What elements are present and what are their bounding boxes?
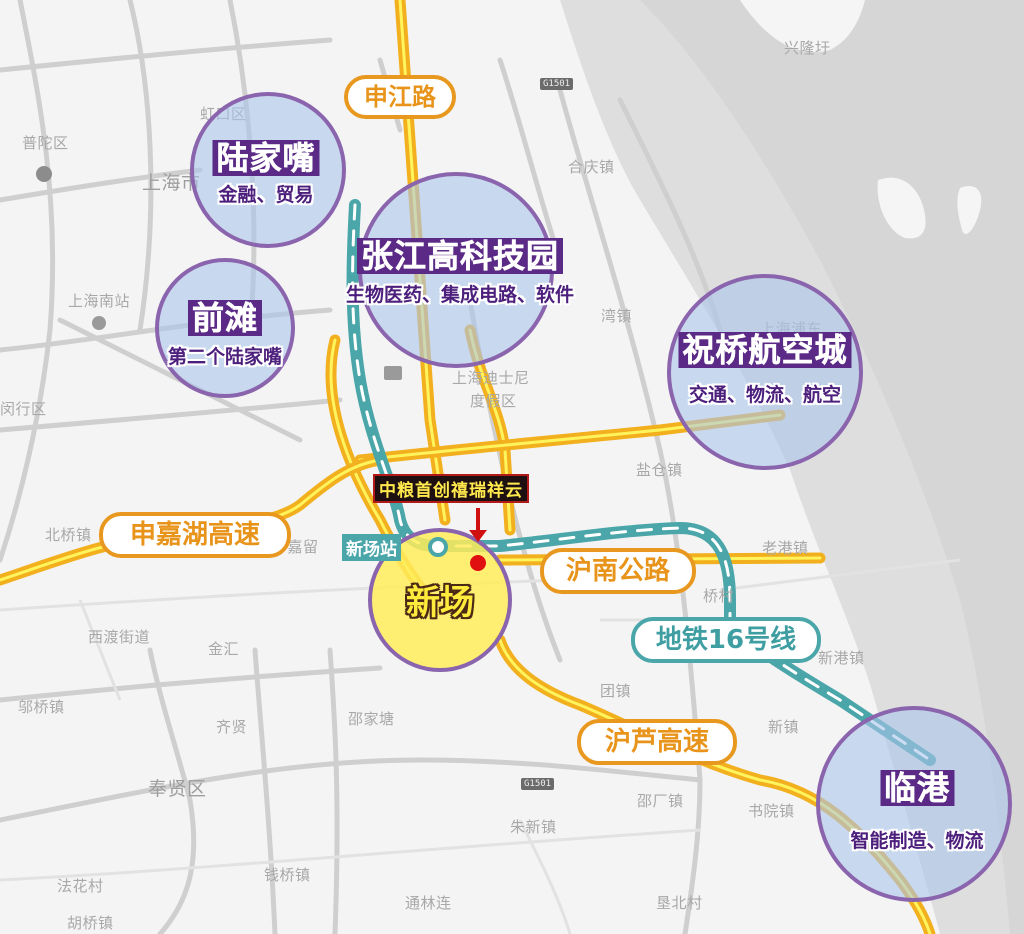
zone-zhuqiao	[667, 274, 863, 470]
train-station-icon	[92, 316, 106, 330]
road-label-shenjiang: 申江路	[344, 75, 456, 119]
project-label: 中粮首创禧瑞祥云	[373, 474, 529, 503]
zone-label-lingang: 临港 智能制造、物流	[850, 770, 983, 852]
place-label-shaochang: 邵厂镇	[637, 792, 684, 810]
place-label-tuan: 团镇	[600, 682, 632, 700]
zone-title-xinchang: 新场	[406, 583, 474, 623]
road-label-shenjiahu: 申嘉湖高速	[99, 512, 291, 558]
place-label-shanghai: 上海市	[142, 172, 201, 194]
place-label-laogang: 老港镇	[762, 539, 809, 557]
zone-title: 祝桥航空城	[678, 332, 852, 368]
place-label-wanzhen: 湾镇	[601, 307, 633, 325]
place-label-fahua: 法花村	[57, 877, 104, 895]
zone-label-zhangjiang: 张江高科技园 生物医药、集成电路、软件	[346, 238, 574, 306]
zone-subtitle: 智能制造、物流	[850, 830, 984, 852]
place-label-kenbei: 垦北村	[656, 894, 703, 912]
place-label-minhang: 闵行区	[0, 400, 47, 418]
zone-title: 临港	[879, 770, 955, 806]
zone-label-qiantan: 前滩 第二个陆家嘴	[168, 300, 282, 368]
place-label-qianqiao: 钱桥镇	[264, 866, 311, 884]
coast-strip	[640, 0, 1024, 934]
zone-title: 前滩	[187, 300, 263, 336]
place-label-shanghai-south: 上海南站	[68, 292, 131, 310]
place-label-beiqiao: 北桥镇	[45, 526, 92, 544]
zone-label-zhuqiao: 祝桥航空城 交通、物流、航空	[678, 332, 852, 406]
place-label-shaojiatang: 邵家塘	[348, 710, 395, 728]
place-label-fengxian: 奉贤区	[148, 778, 207, 800]
zone-label-xinchang: 新场	[406, 584, 474, 622]
station-label-xinchang: 新场站	[342, 534, 401, 561]
place-label-putuo: 普陀区	[22, 134, 69, 152]
place-label-wuqiao: 邬桥镇	[18, 698, 65, 716]
place-label-huqiao: 胡桥镇	[67, 914, 114, 932]
metro-station-icon	[428, 537, 448, 557]
road-label-hunan: 沪南公路	[540, 548, 696, 594]
zone-subtitle: 第二个陆家嘴	[167, 346, 283, 368]
zone-title: 陆家嘴	[212, 140, 320, 176]
place-label-resort: 度假区	[470, 392, 517, 410]
zone-subtitle: 交通、物流、航空	[688, 384, 842, 406]
place-label-shuyuan: 书院镇	[748, 802, 795, 820]
highway-shield-g1501-north: G1501	[540, 78, 574, 90]
metro-label-line16: 地铁16号线	[631, 617, 821, 663]
place-label-yancang: 盐仓镇	[636, 461, 683, 479]
zone-subtitle: 生物医药、集成电路、软件	[345, 284, 575, 306]
highway-shield-g1501-south: G1501	[521, 778, 555, 790]
s3-shield-icon	[384, 366, 402, 380]
arrow-head-icon	[469, 530, 487, 542]
place-dot-putuo	[36, 166, 52, 182]
place-label-zhuxin: 朱新镇	[510, 818, 557, 836]
zone-subtitle: 金融、贸易	[218, 184, 314, 206]
place-label-disney: 上海迪士尼	[452, 369, 530, 387]
place-label-xinzhen: 新镇	[768, 718, 800, 736]
place-label-xinglong: 兴隆圩	[784, 39, 831, 57]
arrow-down-icon	[476, 508, 480, 534]
place-label-heqing: 合庆镇	[568, 158, 615, 176]
place-label-xingang: 新港镇	[818, 649, 865, 667]
zone-title: 张江高科技园	[356, 238, 564, 274]
place-label-qixian: 齐贤	[216, 718, 248, 736]
place-label-xidu: 西渡街道	[88, 628, 151, 646]
place-label-tonglin: 通林连	[405, 894, 452, 912]
road-label-hulu: 沪芦高速	[577, 719, 737, 765]
place-label-jinhui: 金汇	[208, 640, 240, 658]
zone-label-lujiazui: 陆家嘴 金融、贸易	[212, 140, 320, 206]
project-location-pin	[470, 555, 486, 571]
place-label-qiaocun: 桥村	[703, 587, 735, 605]
